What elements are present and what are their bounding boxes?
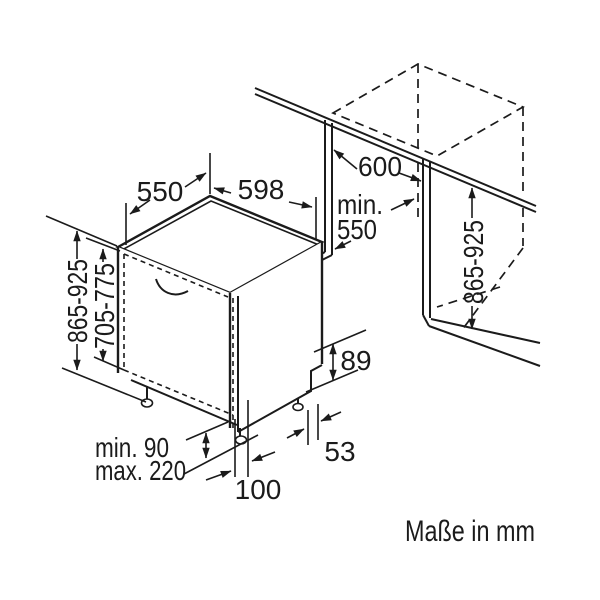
dim-niche-depth-line1: min.	[337, 189, 383, 220]
dim-appliance-height-left: 865-925	[62, 259, 93, 343]
niche-dashed-outline	[331, 63, 525, 331]
dim-front-foot-offset: 100	[235, 474, 282, 505]
dim-niche-height-right: 865-925	[458, 220, 489, 304]
dim-niche-depth-line2: 550	[337, 214, 377, 245]
dishwasher-body	[115, 194, 325, 445]
furniture-door-dashed-outline	[123, 253, 234, 428]
worktop-lines	[254, 87, 537, 213]
dim-rear-foot-adjust: 89	[340, 345, 371, 376]
dimension-arrows	[73, 149, 476, 481]
dim-appliance-width-top: 598	[238, 174, 285, 205]
dishwasher-side-face	[230, 242, 322, 432]
units-note: Maße in mm	[405, 515, 535, 548]
dim-plinth-max: max. 220	[95, 455, 186, 486]
door-handle-curve	[155, 278, 189, 296]
niche-right-wall	[422, 158, 541, 367]
dim-rear-foot-offset: 53	[324, 436, 355, 467]
dim-door-panel-height: 705-775	[89, 263, 120, 349]
dim-plinth-min: min. 90	[95, 432, 169, 463]
extension-lines	[45, 153, 367, 477]
dim-appliance-depth-top: 550	[137, 176, 184, 207]
dim-niche-width: 600	[358, 151, 402, 182]
dishwasher-door-face	[118, 247, 230, 428]
